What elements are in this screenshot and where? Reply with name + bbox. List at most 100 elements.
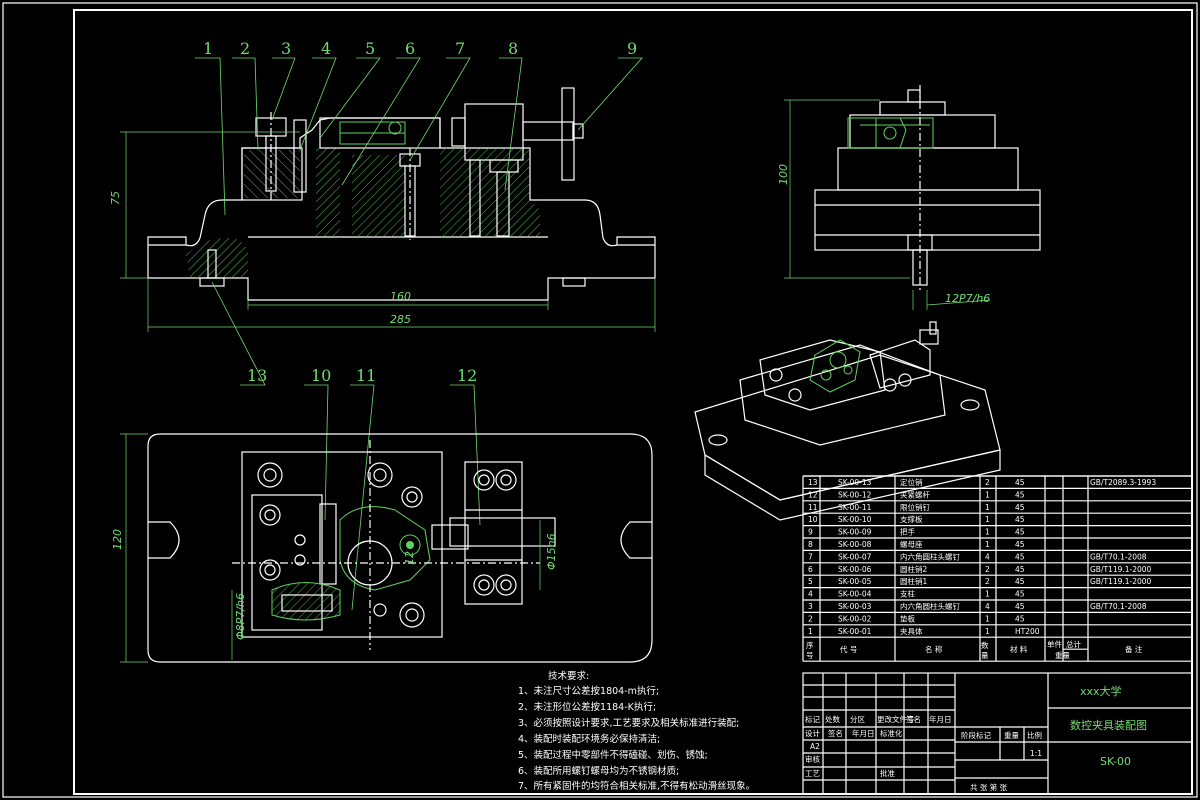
bom-qty: 1: [985, 614, 990, 623]
tech-item-4: 4、装配时装配环境务必保持清洁;: [518, 733, 660, 745]
dim-100: 100: [777, 164, 790, 185]
tb-change: 更改文件号: [877, 714, 915, 724]
dim-285: 285: [390, 313, 411, 326]
tb-mark: 标记: [805, 714, 820, 724]
tb-review: 审核: [805, 754, 820, 764]
bom-name: 定位销: [900, 477, 923, 487]
bom-seq: 7: [808, 552, 813, 561]
tb-date: 年月日: [852, 728, 875, 738]
bom-qty: 1: [985, 528, 990, 537]
tech-requirements: 技术要求: 1、未注尺寸公差按1804-m执行; 2、未注形位公差按1184-K…: [518, 670, 755, 792]
bom-h-name: 名 称: [925, 644, 943, 654]
bom-qty: 4: [985, 602, 990, 611]
label-10: 10: [311, 366, 331, 385]
bom-material: 45: [1015, 577, 1025, 586]
bom-material: 45: [1015, 503, 1025, 512]
label-8: 8: [508, 39, 518, 58]
tb-count: 处数: [825, 714, 840, 724]
tb-zone: 分区: [850, 715, 865, 724]
bom-seq: 13: [808, 478, 818, 487]
tech-item-1: 1、未注尺寸公差按1804-m执行;: [518, 685, 659, 697]
front-view: [147, 87, 656, 301]
bom-remark: GB/T119.1-2000: [1090, 565, 1152, 574]
bom-code: SK-00-09: [838, 528, 872, 537]
bom-material: 45: [1015, 590, 1025, 599]
tb-drawing-no: SK-00: [1100, 755, 1131, 768]
bom-qty: 2: [985, 577, 990, 586]
bom-code: SK-00-13: [838, 478, 872, 487]
tb-weight: 重量: [1004, 731, 1019, 740]
bom-qty: 4: [985, 552, 990, 561]
bom-name: 圆柱销1: [900, 576, 927, 586]
bom-code: SK-00-11: [838, 503, 872, 512]
title-block: 标记 处数 分区 更改文件号 签名 年月日 设计 签名 年月日 标准化 A2 审…: [802, 672, 1193, 795]
bom-name: 内六角圆柱头螺钉: [900, 601, 960, 611]
bom-code: SK-00-07: [838, 552, 872, 561]
tech-title: 技术要求:: [548, 670, 589, 682]
bom-seq: 11: [808, 503, 818, 512]
tb-drawing-name: 数控夹具装配图: [1070, 718, 1147, 732]
bom-seq: 6: [808, 565, 813, 574]
tech-item-3: 3、必须按照设计要求,工艺要求及相关标准进行装配;: [518, 717, 739, 729]
bom-h-total: 总计: [1066, 639, 1082, 649]
bom-material: 45: [1015, 552, 1025, 561]
bom-qty: 1: [985, 503, 990, 512]
bom-name: 限位销钉: [900, 502, 930, 512]
bom-remark: GB/T70.1-2008: [1090, 552, 1147, 561]
bom-material: HT200: [1015, 627, 1040, 636]
tech-item-6: 6、装配所用螺钉螺母均为不锈钢材质;: [518, 765, 679, 777]
bom-h-unit: 单件: [1047, 639, 1063, 649]
bom-material: 45: [1015, 528, 1025, 537]
bom-h-seq: 序: [806, 640, 814, 650]
bom-code: SK-00-04: [838, 590, 872, 599]
dim-r12: 12: [403, 551, 416, 565]
label-4: 4: [321, 39, 331, 58]
bom-remark: GB/T2089.3-1993: [1090, 478, 1156, 487]
tb-university: xxx大学: [1080, 684, 1122, 698]
bom-code: SK-00-05: [838, 577, 872, 586]
bom-code: SK-00-01: [838, 627, 872, 636]
bom-material: 45: [1015, 515, 1025, 524]
bom-h-material: 材 料: [1010, 644, 1028, 654]
tb-size: A2: [810, 742, 820, 751]
label-3: 3: [281, 39, 291, 58]
bom-seq: 2: [808, 614, 813, 623]
bom-seq: 3: [808, 602, 813, 611]
bom-name: 把手: [900, 527, 915, 537]
front-dimensions: 75 160 285: [109, 131, 656, 332]
bom-h-code: 代 号: [840, 644, 857, 654]
dim-8p7: Φ8P7/h6: [234, 593, 247, 640]
bom-seq: 5: [808, 577, 813, 586]
bom-qty: 1: [985, 627, 990, 636]
part-labels: 1 2 3 4 5 6 7 8 9 10 11 12 13: [195, 39, 643, 611]
bom-h-weight: 重量: [1055, 651, 1071, 660]
top-view: [147, 433, 653, 663]
tb-sign-h: 签名: [906, 714, 921, 724]
bom-name: 内六角圆柱头螺钉: [900, 551, 960, 561]
bom-h-qty2: 量: [981, 651, 989, 660]
bom-remark: GB/T70.1-2008: [1090, 602, 1147, 611]
bom-seq: 9: [808, 528, 813, 537]
tb-sign: 签名: [828, 728, 843, 738]
dim-75: 75: [109, 191, 122, 205]
bom-qty: 2: [985, 478, 990, 487]
tb-design: 设计: [805, 728, 820, 738]
bom-qty: 2: [985, 565, 990, 574]
bom-remark: GB/T119.1-2000: [1090, 577, 1152, 586]
bom-code: SK-00-10: [838, 515, 872, 524]
bom-material: 45: [1015, 565, 1025, 574]
label-1: 1: [203, 39, 213, 58]
label-2: 2: [240, 39, 250, 58]
bom-seq: 10: [808, 515, 818, 524]
label-11: 11: [356, 366, 376, 385]
tb-process: 工艺: [805, 769, 820, 778]
tb-date-h: 年月日: [929, 714, 952, 724]
bom-name: 螺母座: [900, 539, 923, 549]
bom-h-seq2: 号: [806, 651, 814, 660]
bom-code: SK-00-06: [838, 565, 872, 574]
dim-15n6: Φ15n6: [545, 533, 558, 570]
label-9: 9: [627, 39, 637, 58]
bom-qty: 1: [985, 540, 990, 549]
